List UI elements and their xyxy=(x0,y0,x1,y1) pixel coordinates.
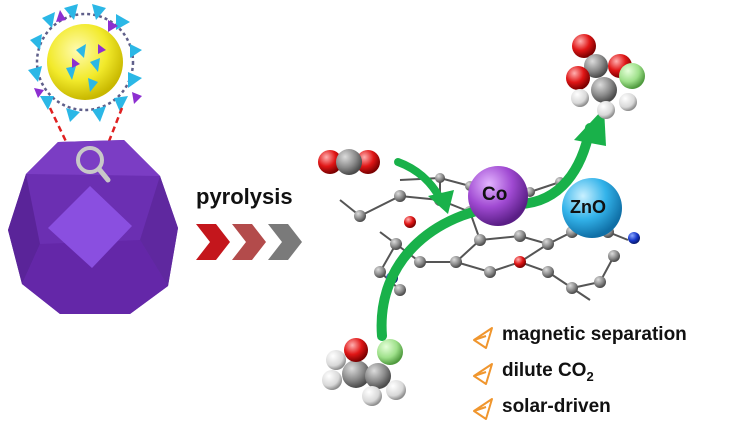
crystal-square-face xyxy=(48,186,132,268)
feature-text: magnetic separation xyxy=(502,324,687,345)
paper-plane-icon xyxy=(473,363,493,385)
cobalt-label: Co xyxy=(482,184,508,205)
paper-plane-icon xyxy=(473,398,493,420)
co2-arrowhead xyxy=(428,190,454,214)
magnifier-icon xyxy=(76,146,111,183)
mof-cage-structure xyxy=(28,4,142,122)
pyrolysis-label: pyrolysis xyxy=(196,184,293,209)
reaction-path-arrow xyxy=(376,123,595,341)
paper-plane-icon xyxy=(473,327,493,349)
nitrogen-atom xyxy=(628,232,640,244)
cobalt-nanoparticle xyxy=(468,166,528,226)
feature-subscript: 2 xyxy=(586,368,594,384)
co2-molecule xyxy=(318,149,380,175)
feature-text: dilute CO xyxy=(502,360,587,381)
cyclic-carbonate-molecule xyxy=(566,34,645,119)
zinc-oxide-label: ZnO xyxy=(570,197,606,217)
epoxide-molecule xyxy=(322,338,406,406)
cage-linker-ring xyxy=(35,12,135,112)
feature-solar-driven: solar-driven xyxy=(502,396,611,418)
chevron-arrow-3 xyxy=(268,224,302,260)
feature-icons xyxy=(473,327,493,420)
mof-crystal xyxy=(8,140,178,314)
reaction-arrowhead xyxy=(574,108,606,146)
feature-dilute-co2: dilute CO2 xyxy=(502,360,594,384)
zinc-oxide-nanoparticle xyxy=(562,178,622,238)
oxygen-atom xyxy=(514,256,526,268)
cage-cavity-sphere xyxy=(47,24,123,100)
feature-magnetic-separation: magnetic separation xyxy=(502,324,687,346)
feature-text: solar-driven xyxy=(502,396,611,417)
chevron-arrow-2 xyxy=(232,224,266,260)
process-arrows xyxy=(196,224,302,260)
cage-polyhedra xyxy=(28,4,142,122)
chevron-arrow-1 xyxy=(196,224,230,260)
